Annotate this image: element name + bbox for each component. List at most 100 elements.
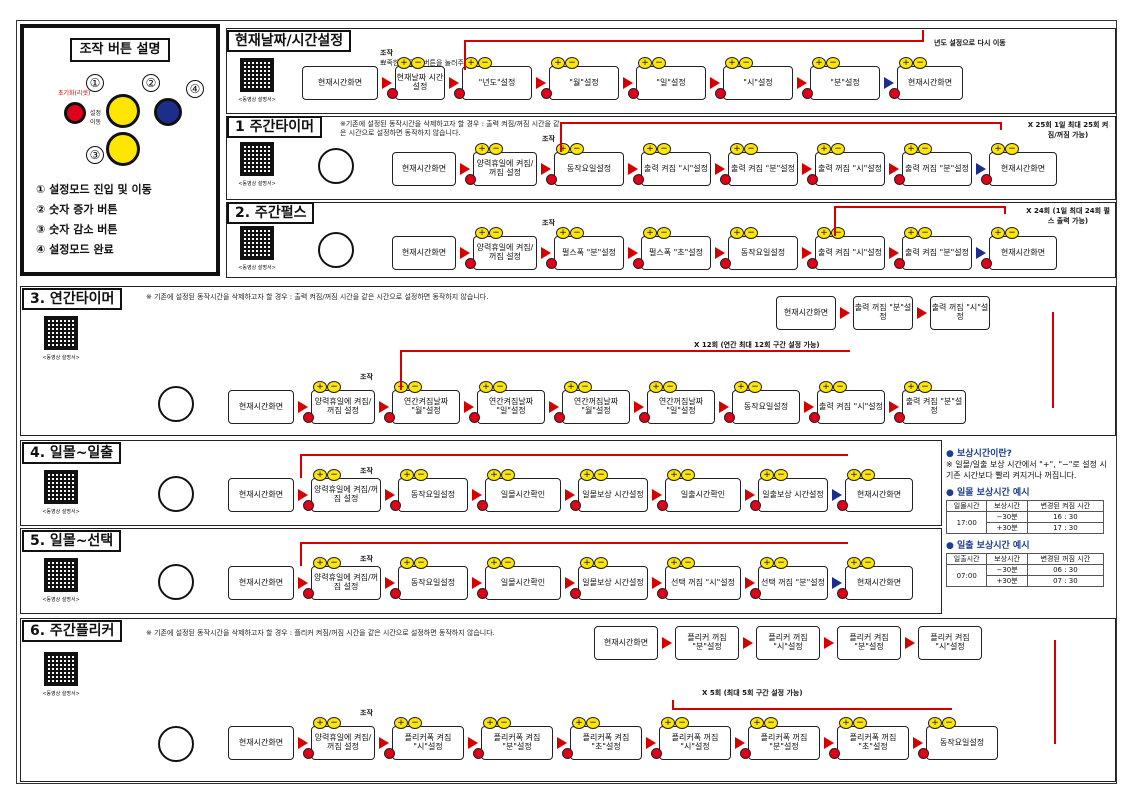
red-arrow-icon [889,163,899,175]
set-button-icon [454,88,465,99]
qr-code-weekly-pulse[interactable] [240,226,274,260]
loop-line [1054,640,1056,744]
set-button-icon [829,748,840,759]
set-button-icon [303,500,314,511]
adjust-label: 조작 [542,135,555,143]
red-arrow-icon [797,77,807,89]
plus-minus-button-icon: +− [991,136,1021,155]
plus-minus-button-icon: +− [643,220,673,239]
legend-num-1: ① [86,74,104,92]
red-arrow-icon [298,401,308,413]
adjust-label: 조작 [360,467,373,475]
plus-minus-button-icon: +− [760,550,790,569]
set-button-icon [894,258,905,269]
set-button-icon [477,588,488,599]
qr-code-weekly-timer[interactable] [240,142,274,176]
red-arrow-icon [715,247,725,259]
step-box: 출력 켜짐 "시"설정 [641,152,711,186]
qr-code-sunset-select[interactable] [44,558,78,592]
step-box: "년도"설정 [462,66,532,100]
table-header: 보상시간 [986,500,1028,512]
step-box: 현재날짜 시간설정 [395,66,445,100]
plus-minus-button-icon: +− [313,374,343,393]
loop-note-flicker: X 5회 (최대 5회 구간 설정 가능) [702,689,803,697]
set-button-icon [651,748,662,759]
step-box: 현재시간화면 [392,236,456,270]
set-button-icon [807,174,818,185]
plus-minus-button-icon: +− [487,462,517,481]
red-arrow-icon [802,247,812,259]
section-annual-timer [20,286,1116,436]
step-box: 현재시간화면 [989,236,1057,270]
qr-code-datetime[interactable] [240,58,274,92]
step-box: 출력 켜짐 "분"설정 [728,152,798,186]
step-box: 현재시간화면 [845,566,913,600]
step-box: 일몰시간확인 [485,478,561,512]
plus-minus-button-icon: +− [991,220,1021,239]
qr-code-flicker[interactable] [44,652,78,686]
plus-minus-button-icon: +− [397,50,427,69]
set-button-icon [807,258,818,269]
step-box: 출력 꺼짐 "시"설정 [815,152,885,186]
qr-code-annual[interactable] [44,316,78,350]
step-box: 동작요일설정 [398,478,468,512]
plus-minus-button-icon: +− [313,710,343,729]
note-weekly-timer: ※기존에 설정된 동작시간을 삭제하고자 할 경우 : 출력 켜짐/꺼짐 시간을… [340,120,560,137]
section-title-weekly-pulse: 2. 주간펄스 [227,202,315,224]
red-arrow-icon [917,307,927,319]
set-button-icon [657,588,668,599]
note-pointed-tool: 뾰족한 도구로 버튼을 눌러주세요 [380,59,477,67]
loop-line [834,206,1004,208]
set-button-icon [981,174,992,185]
set-button-icon [657,500,668,511]
red-arrow-icon [743,637,753,649]
step-box: 플리커폭 켜짐 "분"설정 [481,726,553,760]
loop-line [672,708,952,710]
step-box: 일몰보상 시간설정 [578,566,648,600]
loop-line [300,454,848,456]
loop-line [672,700,674,710]
step-box: 연간켜짐날짜 "일"설정 [477,390,545,424]
loop-line [1052,312,1054,408]
blue-arrow-icon [884,77,894,89]
plus-minus-button-icon: +− [760,462,790,481]
red-arrow-icon [824,737,834,749]
red-arrow-icon [460,163,470,175]
red-arrow-icon [710,77,720,89]
set-button-icon [387,88,398,99]
section-title-datetime: 현재날짜/시간설정 [227,30,352,52]
plus-minus-button-icon: +− [817,220,847,239]
table-cell: 07:00 [945,564,988,587]
step-box: 플리커폭 꺼짐 "시"설정 [659,726,731,760]
red-arrow-icon [379,401,389,413]
qr-caption: <동영상 설명서> [238,181,276,187]
loop-line [300,542,302,566]
plus-minus-button-icon: +− [649,374,679,393]
plus-minus-button-icon: +− [394,374,424,393]
step-box: 현재시간화면 [594,626,658,660]
set-button-icon [303,588,314,599]
loop-line [464,40,466,70]
plus-minus-button-icon: +− [847,462,877,481]
red-arrow-icon [565,489,575,501]
legend-item-1: ① 설정모드 진입 및 이동 [36,183,152,196]
set-button-icon [750,500,761,511]
section-datetime [226,28,1116,114]
qr-code-sunset-sunrise[interactable] [44,470,78,504]
button-legend: 조작 버튼 설명 ① ② ③ ④ 초기화(리셋) 설정 이동 ① 설정모드 진입… [20,24,220,276]
sunset-example-heading: ● 일몰 보상시간 예시 [946,488,1030,498]
red-arrow-icon [715,163,725,175]
blue-arrow-icon [976,247,986,259]
page-frame [16,20,1117,784]
mode-dial-icon [158,476,194,512]
set-button-icon [554,412,565,423]
adjust-label: 조작 [542,219,555,227]
table-cell: 17 : 30 [1026,522,1105,534]
step-box: 플리커폭 켜짐 "초"설정 [570,726,642,760]
red-arrow-icon [840,307,850,319]
plus-minus-button-icon: +− [643,136,673,155]
step-box: 양력휴일에 켜짐/꺼짐 설정 [311,726,375,760]
step-box: 출력 켜짐 "분"설정 [902,236,972,270]
set-button-icon [750,588,761,599]
